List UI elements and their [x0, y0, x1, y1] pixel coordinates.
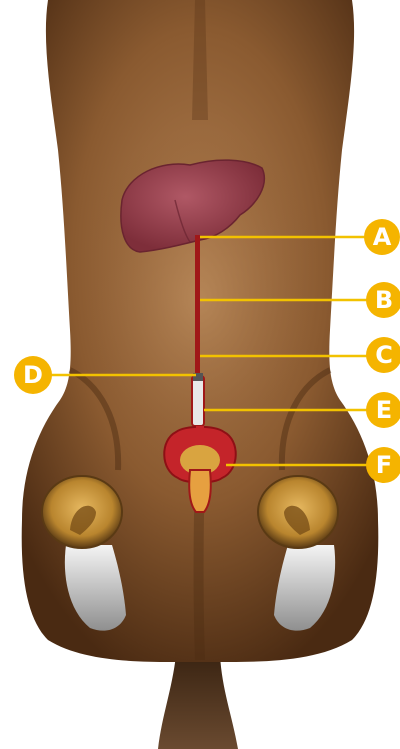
- label-a: A: [373, 223, 392, 251]
- tail: [158, 655, 238, 749]
- label-c: C: [375, 341, 393, 369]
- duct-white-segment: [192, 376, 204, 426]
- callout-c: C: [366, 337, 400, 373]
- callout-b: B: [366, 282, 400, 318]
- label-d: D: [23, 361, 43, 389]
- label-e: E: [376, 396, 392, 424]
- callout-e: E: [366, 392, 400, 428]
- callout-d: D: [14, 356, 52, 394]
- callout-a: A: [364, 219, 400, 255]
- label-b: B: [375, 286, 393, 314]
- label-f: F: [376, 451, 392, 479]
- bile-duct: [195, 235, 200, 375]
